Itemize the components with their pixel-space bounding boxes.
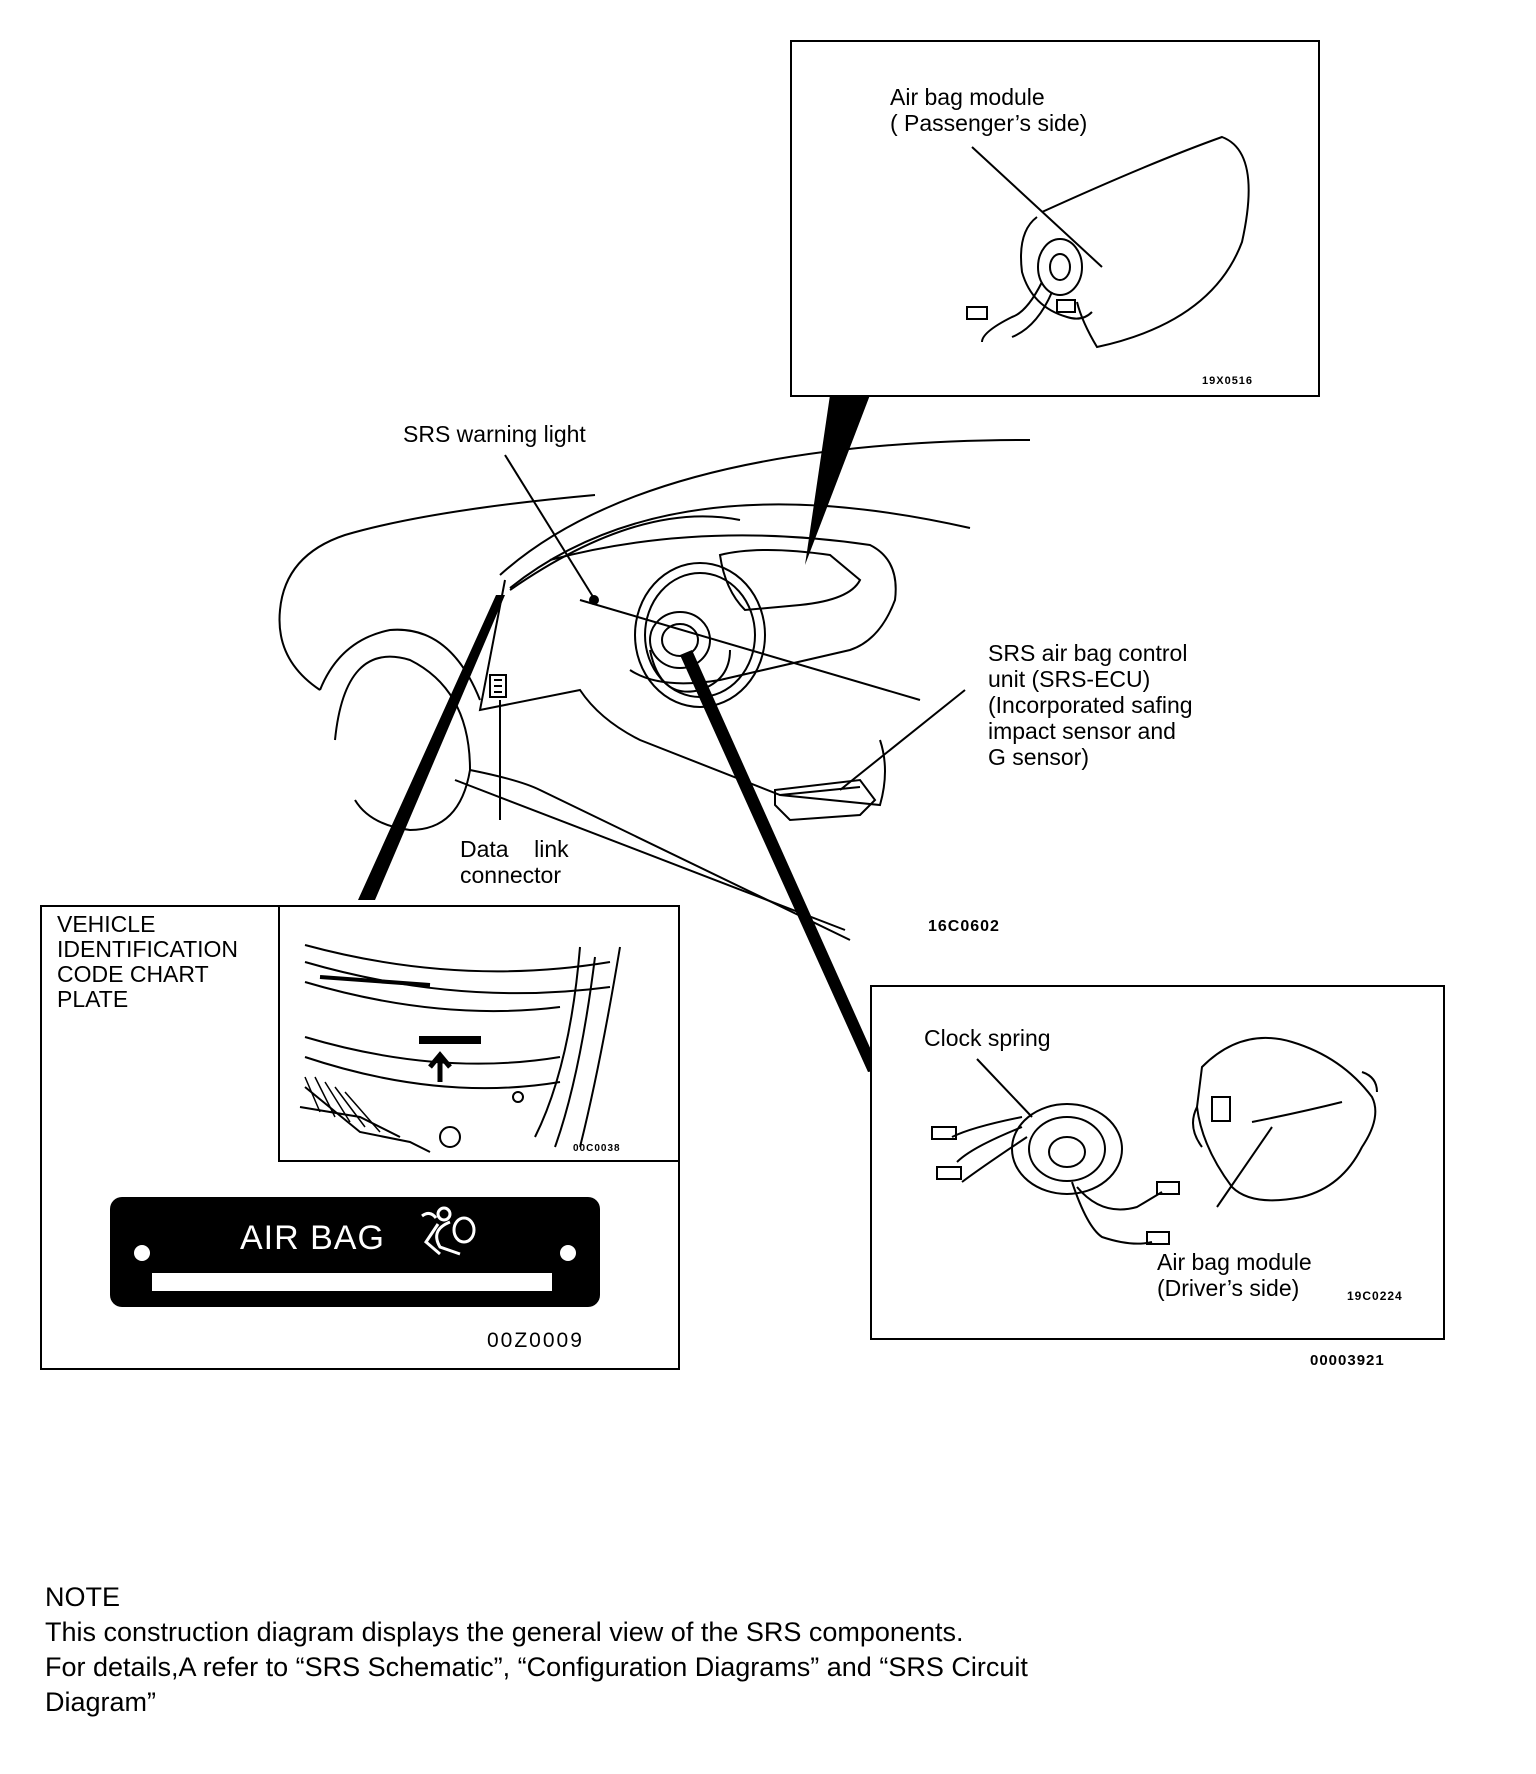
vin-plate-inset: 00C0038 VEHICLE IDENTIFICATION CODE CHAR… xyxy=(40,905,680,1370)
passenger-airbag-inset: Air bag module ( Passenger’s side) 19X05… xyxy=(790,40,1320,397)
driver-inset-code: 19C0224 xyxy=(1347,1289,1403,1303)
plate-airbag-text: AIR BAG xyxy=(240,1219,385,1257)
plate-hole-left xyxy=(134,1245,150,1261)
clock-spring-label: Clock spring xyxy=(924,1025,1051,1051)
driver-airbag-drawing xyxy=(931,1036,1378,1245)
airbag-plate: AIR BAG xyxy=(110,1197,600,1307)
driver-airbag-label: Air bag module (Driver’s side) xyxy=(1157,1249,1312,1301)
plate-hole-right xyxy=(560,1245,576,1261)
passenger-inset-code: 19X0516 xyxy=(1202,375,1254,387)
passenger-airbag-label: Air bag module ( Passenger’s side) xyxy=(890,84,1088,136)
vin-plate-label: VEHICLE IDENTIFICATION CODE CHART PLATE xyxy=(57,911,239,1012)
data-link-connector-label: Data link connector xyxy=(460,836,569,888)
note-line-2: For details,A refer to “SRS Schematic”, … xyxy=(45,1652,1028,1682)
passenger-airbag-drawing xyxy=(966,135,1250,349)
vin-location-picture: 00C0038 xyxy=(278,905,680,1162)
vin-inset-code: 00C0038 xyxy=(573,1143,621,1154)
airbag-seat-icon xyxy=(421,1206,476,1256)
driver-airbag-inset: Clock spring Air bag module (Driver’s si… xyxy=(870,985,1445,1340)
srs-ecu-label: SRS air bag control unit (SRS-ECU) (Inco… xyxy=(988,640,1193,770)
main-view-code: 16C0602 xyxy=(928,918,1000,935)
note-heading: NOTE xyxy=(45,1582,121,1612)
plate-code: 00Z0009 xyxy=(487,1329,584,1352)
note-line-3: Diagram” xyxy=(45,1687,157,1717)
figure-code: 00003921 xyxy=(1310,1352,1385,1369)
vin-location-drawing xyxy=(299,944,621,1153)
srs-warning-light-label: SRS warning light xyxy=(403,421,586,447)
note-line-1: This construction diagram displays the g… xyxy=(45,1617,964,1647)
plate-blank-strip xyxy=(152,1273,552,1291)
